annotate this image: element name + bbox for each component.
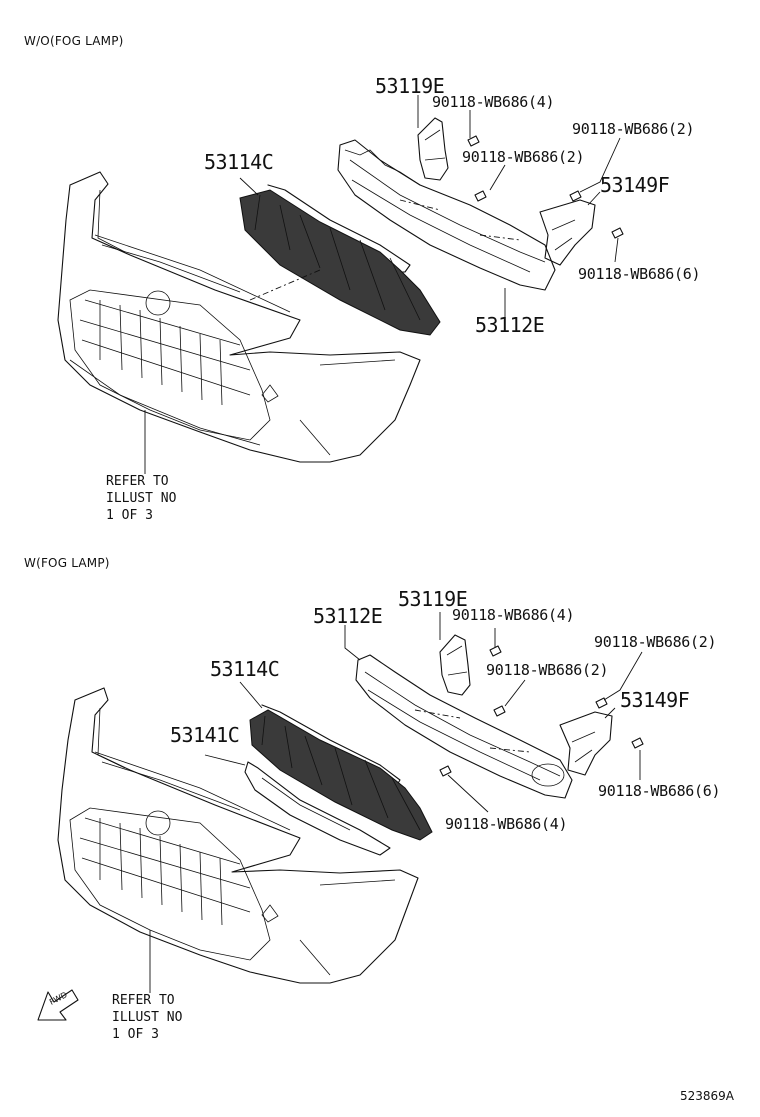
part-label-53149f: 53149F (620, 688, 690, 712)
part-label-53141c: 53141C (170, 723, 240, 747)
part-label-bolt-2b: 90118-WB686(2) (462, 148, 585, 166)
bracket-top (417, 117, 449, 181)
bolts-top (467, 135, 624, 239)
part-label-bolt-6: 90118-WB686(6) (598, 782, 721, 800)
fwd-arrow-icon (37, 989, 79, 1021)
part-label-53149f: 53149F (600, 173, 670, 197)
radiator-grille-bottom (355, 654, 573, 799)
front-bumper-top (57, 171, 421, 463)
refer-note-top: REFER TO ILLUST NO 1 OF 3 (106, 474, 177, 523)
leaders-bottom (149, 612, 643, 993)
part-label-53114c: 53114C (204, 150, 274, 174)
support-bottom (559, 711, 613, 776)
support-top (539, 199, 596, 266)
part-label-bolt-2b: 90118-WB686(2) (486, 661, 609, 679)
bracket-bottom (439, 634, 471, 696)
radiator-grille-top (337, 139, 556, 291)
part-label-bolt-4: 90118-WB686(4) (432, 93, 555, 111)
section-heading-without-fog-lamp: W/O(FOG LAMP) (24, 34, 124, 48)
front-bumper-bottom (57, 687, 419, 984)
section-heading-with-fog-lamp: W(FOG LAMP) (24, 556, 110, 570)
grille-mesh-bottom (249, 704, 433, 841)
grille-mesh-top (239, 184, 441, 336)
part-label-bolt-6: 90118-WB686(6) (578, 265, 701, 283)
part-label-53112e: 53112E (475, 313, 545, 337)
illustration-code: 523869A (680, 1089, 735, 1103)
part-label-53114c: 53114C (210, 657, 280, 681)
bolts-bottom (439, 645, 644, 777)
lower-grille-bottom (244, 761, 391, 856)
part-label-53119e: 53119E (398, 587, 468, 611)
leaders-top (144, 95, 621, 474)
part-label-53119e: 53119E (375, 74, 445, 98)
part-label-bolt-2a: 90118-WB686(2) (572, 120, 695, 138)
part-label-bolt-4-top: 90118-WB686(4) (452, 606, 575, 624)
part-label-53112e: 53112E (313, 604, 383, 628)
part-label-bolt-2a: 90118-WB686(2) (594, 633, 717, 651)
part-label-bolt-4-bottom: 90118-WB686(4) (445, 815, 568, 833)
refer-note-bottom: REFER TO ILLUST NO 1 OF 3 (112, 993, 183, 1042)
